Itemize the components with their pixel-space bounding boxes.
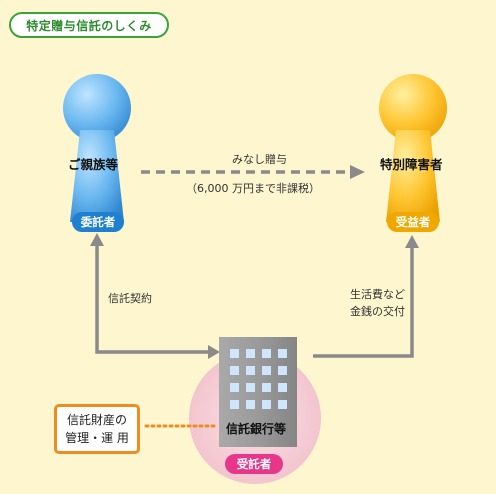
delivery-label-line1: 生活費など <box>350 288 405 301</box>
gift-exemption-label: （6,000 万円まで非課税） <box>186 182 320 195</box>
beneficiary-role-badge: 受益者 <box>387 212 439 232</box>
contract-label: 信託契約 <box>108 292 152 305</box>
gift-arrow <box>141 165 365 179</box>
diagram-title: 特定贈与信託のしくみ <box>9 12 169 38</box>
management-line1: 信託財産の <box>66 413 127 427</box>
settlor-role-badge: 委託者 <box>72 212 124 232</box>
settlor-figure <box>63 74 131 222</box>
contract-arrow <box>90 233 220 359</box>
bank-building-icon <box>219 337 297 447</box>
management-box: 信託財産の 管理・運 用 <box>54 404 140 454</box>
beneficiary-name: 特別障害者 <box>380 157 443 172</box>
settlor-name: ご親族等 <box>68 157 119 172</box>
trustee-name: 信託銀行等 <box>226 422 287 436</box>
trustee-role-badge: 受託者 <box>225 454 283 474</box>
delivery-arrow <box>313 235 419 358</box>
gift-label: みなし贈与 <box>232 153 287 166</box>
management-line2: 管理・運 用 <box>65 431 129 445</box>
delivery-label-line2: 金銭の交付 <box>350 305 405 318</box>
beneficiary-figure <box>379 74 447 222</box>
